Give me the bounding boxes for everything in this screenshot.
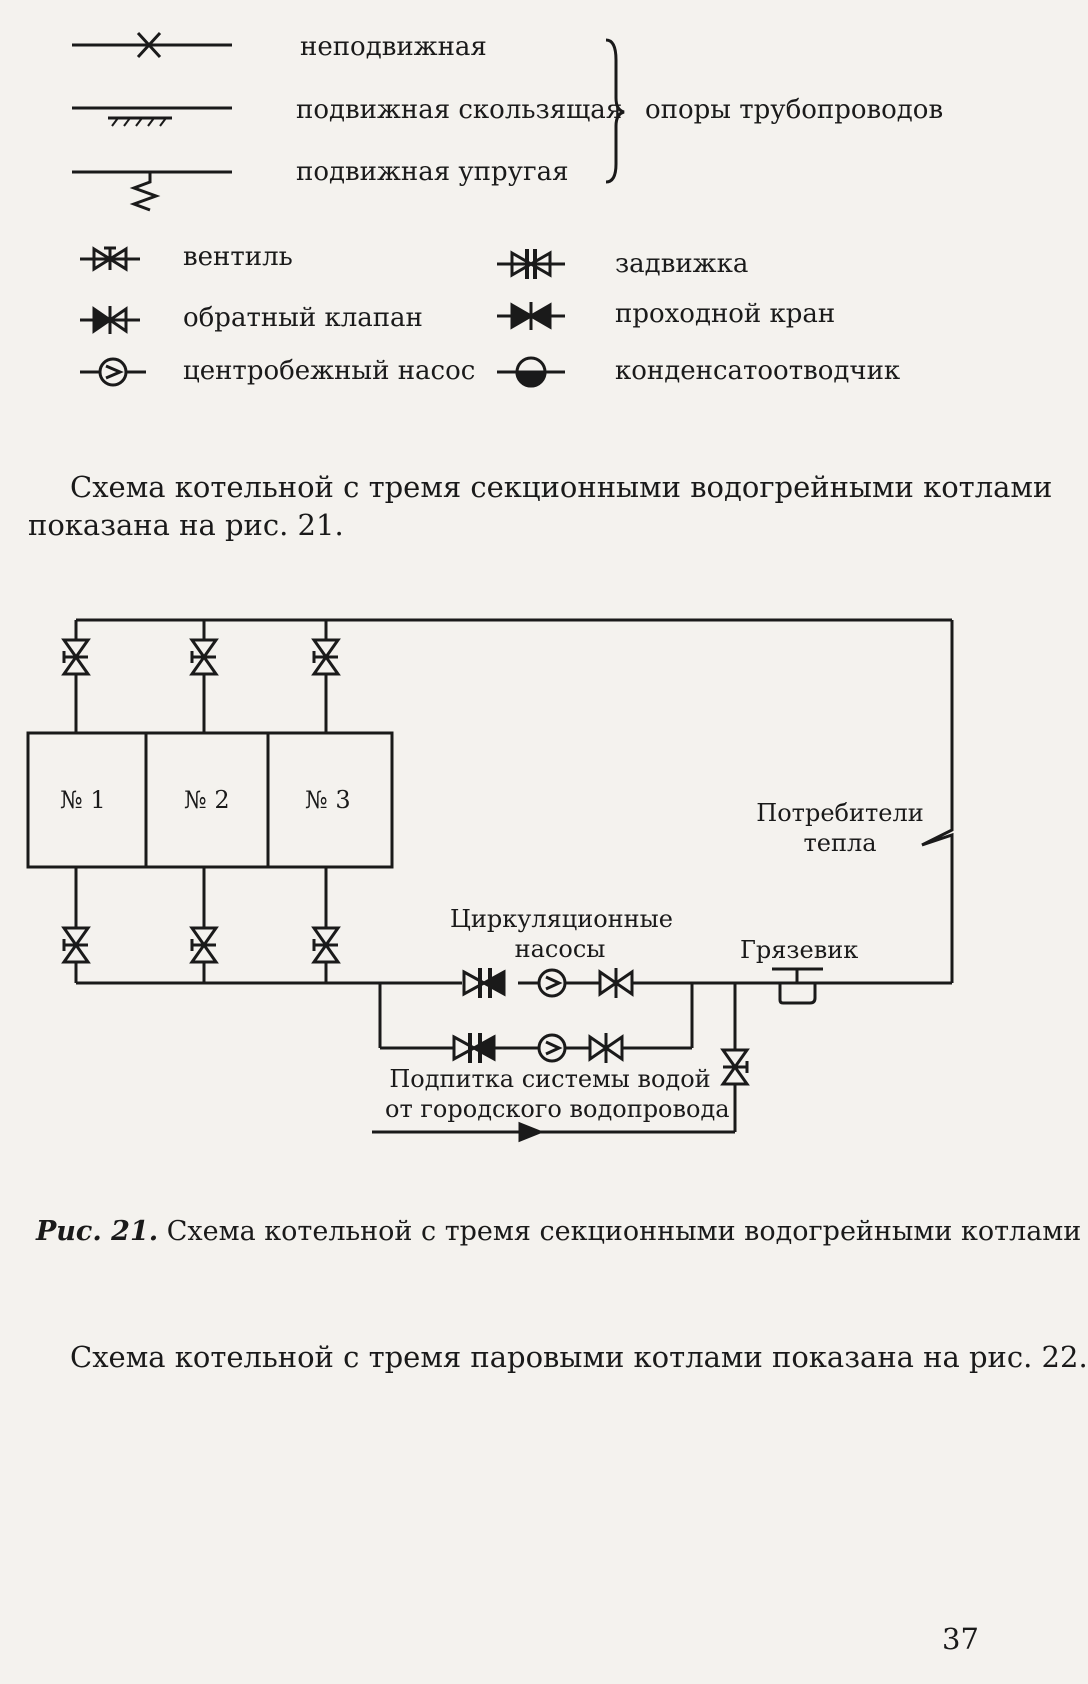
boiler-3-box [266, 731, 394, 869]
boiler-house-diagram [26, 618, 954, 1143]
steam-trap-icon [497, 356, 565, 388]
consumers-label: Потребители тепла [756, 799, 924, 857]
centrifugal-pump-label: центробежный насос [183, 356, 476, 386]
consumer-riser-pipe [921, 620, 954, 983]
pump-line-1 [462, 968, 634, 998]
figure-caption-text: Схема котельной с тремя секционными водо… [158, 1216, 1082, 1247]
pump-line-2 [452, 1033, 624, 1063]
check-valve-icon [80, 306, 140, 334]
valve-label: вентиль [183, 242, 293, 272]
elastic-support-icon [72, 170, 232, 212]
boiler-valves [61, 638, 750, 1086]
support-group-brace [605, 38, 625, 184]
centrifugal-pump-icon [80, 357, 146, 387]
valve-icon [61, 638, 91, 676]
sliding-support-label: подвижная скользящая [296, 95, 623, 125]
sliding-support-icon [72, 106, 232, 127]
centrifugal-pump-icon [537, 968, 567, 998]
valve-icon [61, 926, 91, 964]
boiler-2-label: № 2 [184, 786, 230, 814]
paragraph-2: Схема котельной с тремя паровыми котлами… [70, 1340, 1088, 1374]
plug-cock-icon [497, 302, 565, 330]
valve-icon [189, 926, 219, 964]
boiler-3-label: № 3 [305, 786, 351, 814]
mud-trap-label: Грязевик [740, 936, 859, 964]
plug-cock-label: проходной кран [615, 299, 836, 329]
paragraph-1-line-1: Схема котельной с тремя секционными водо… [70, 470, 1053, 504]
check-valve-label: обратный клапан [183, 303, 423, 333]
steam-trap-label: конденсатоотводчик [615, 356, 901, 386]
valve-icon [80, 246, 140, 272]
elastic-support-label: подвижная упругая [296, 157, 569, 187]
mud-trap-body [778, 983, 817, 1005]
valve-icon [189, 638, 219, 676]
fixed-support-label: неподвижная [300, 32, 487, 62]
page-number: 37 [942, 1622, 979, 1656]
boiler-1-label: № 1 [60, 786, 106, 814]
document-page: неподвижная подвижная скользящая подвижн… [26, 31, 1088, 1656]
support-group-label: опоры трубопроводов [645, 95, 944, 125]
circulation-pumps-label: Циркуляционные насосы [450, 905, 673, 963]
fixed-support-icon [72, 31, 232, 59]
gate-valve-label: задвижка [615, 249, 749, 279]
figure-caption: Рис. 21. Схема котельной с тремя секцион… [36, 1216, 1081, 1247]
centrifugal-pump-icon [537, 1033, 567, 1063]
valve-icon [311, 926, 341, 964]
legend-symbols [72, 31, 625, 388]
makeup-water-label: Подпитка системы водой от городского вод… [385, 1065, 730, 1123]
figure-number: Рис. 21. [36, 1216, 159, 1247]
makeup-valve-icon [720, 1048, 750, 1086]
gate-valve-icon [497, 249, 565, 279]
valve-icon [311, 638, 341, 676]
paragraph-1-line-2: показана на рис. 21. [28, 508, 344, 542]
